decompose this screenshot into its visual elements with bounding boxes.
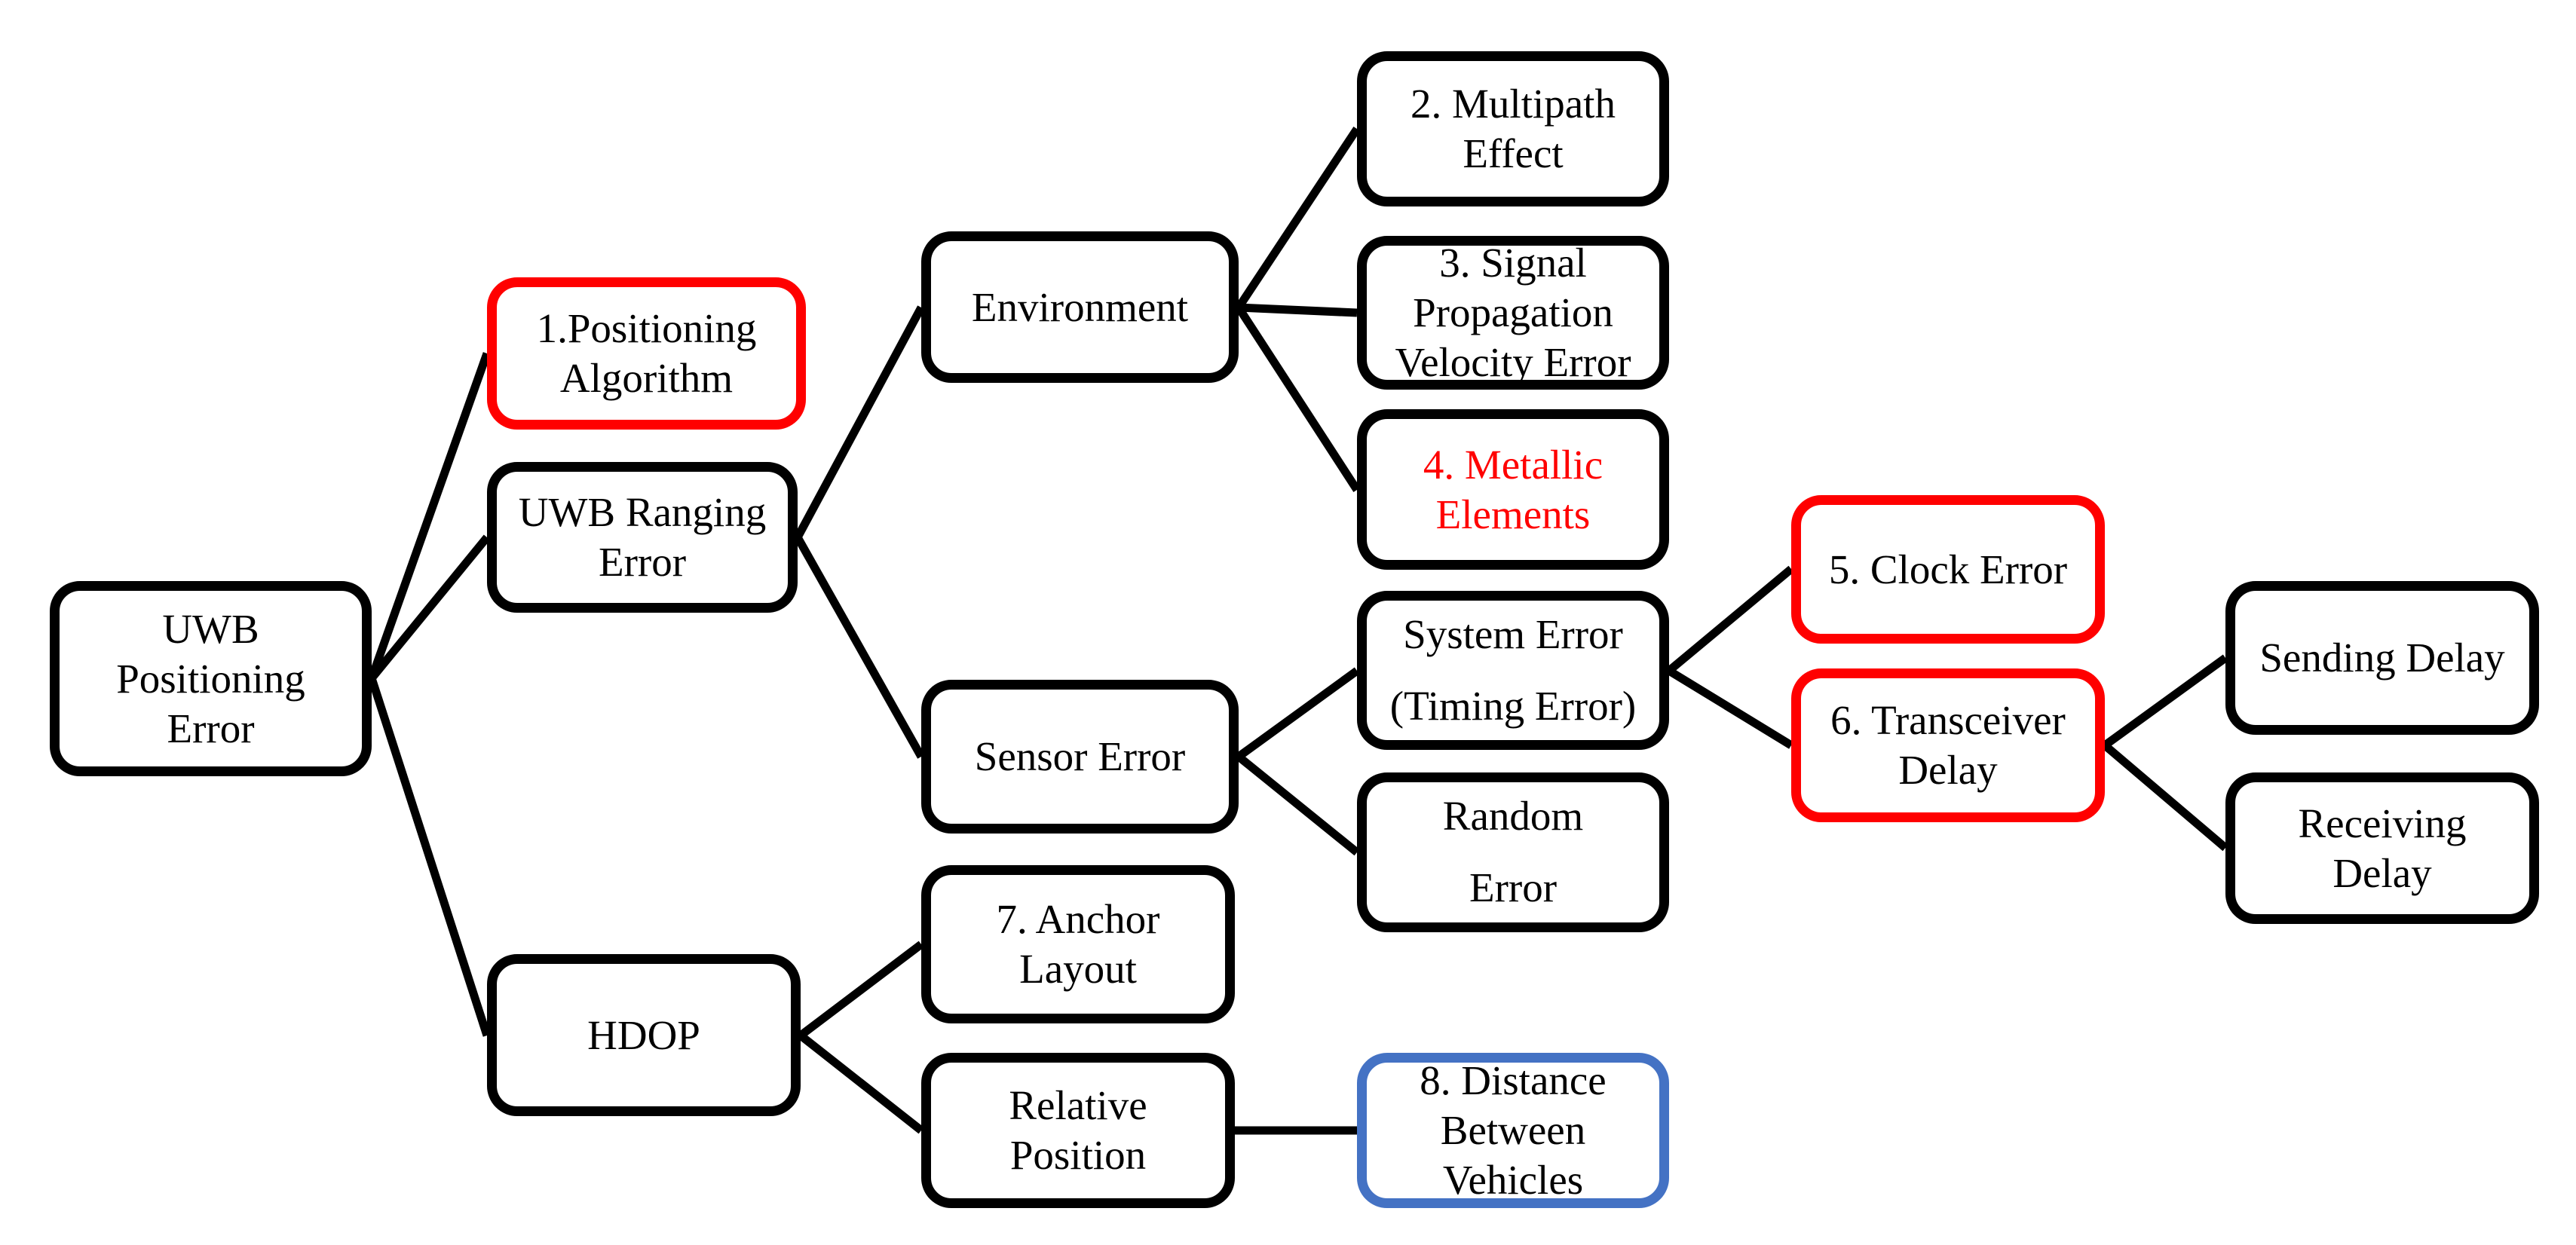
edge-sensor-random-error bbox=[1236, 753, 1360, 856]
edge-root-hdop bbox=[367, 677, 492, 1037]
node-sensor-error-label: Sensor Error bbox=[974, 733, 1186, 779]
node-sensor-error: Sensor Error bbox=[921, 680, 1239, 834]
node-sending-delay-label: Sending Delay bbox=[2259, 635, 2505, 681]
node-clock-error: 5. Clock Error bbox=[1791, 495, 2105, 644]
node-environment-label: Environment bbox=[971, 283, 1189, 330]
edge-transceiver-sending-delay bbox=[2102, 654, 2228, 749]
node-sending-delay: Sending Delay bbox=[2225, 581, 2539, 735]
edge-root-positioning-algorithm bbox=[367, 352, 492, 680]
node-metallic-elements: 4. Metallic Elements bbox=[1357, 409, 1669, 570]
node-random-error-label: Random Error bbox=[1442, 793, 1584, 910]
node-uwb-positioning-error-label: UWB Positioning Error bbox=[116, 605, 305, 751]
node-anchor-layout: 7. Anchor Layout bbox=[921, 865, 1235, 1023]
edge-environment-signal-propagation bbox=[1238, 303, 1358, 317]
node-anchor-layout-label: 7. Anchor Layout bbox=[996, 896, 1160, 992]
node-random-error: Random Error bbox=[1357, 772, 1669, 932]
edge-root-uwb-ranging-error bbox=[368, 534, 491, 681]
node-signal-propagation-velocity-error-label: 3. Signal Propagation Velocity Error bbox=[1395, 240, 1631, 385]
edge-transceiver-receiving-delay bbox=[2102, 742, 2228, 852]
node-hdop: HDOP bbox=[487, 954, 801, 1116]
node-distance-between-vehicles: 8. Distance Between Vehicles bbox=[1357, 1053, 1669, 1208]
edge-system-transceiver-delay bbox=[1667, 667, 1793, 749]
node-positioning-algorithm-label: 1.Positioning Algorithm bbox=[536, 305, 757, 401]
node-transceiver-delay-label: 6. Transceiver Delay bbox=[1830, 697, 2066, 793]
node-multipath-effect-label: 2. Multipath Effect bbox=[1411, 81, 1616, 176]
node-metallic-elements-label: 4. Metallic Elements bbox=[1423, 441, 1603, 537]
edge-ranging-environment bbox=[794, 305, 925, 540]
node-system-error-timing-error-label: System Error (Timing Error) bbox=[1389, 610, 1637, 729]
node-positioning-algorithm: 1.Positioning Algorithm bbox=[487, 277, 806, 430]
edge-hdop-anchor-layout bbox=[798, 941, 924, 1039]
node-system-error-timing-error: System Error (Timing Error) bbox=[1357, 591, 1669, 750]
edge-system-clock-error bbox=[1666, 565, 1794, 675]
node-transceiver-delay: 6. Transceiver Delay bbox=[1791, 668, 2105, 822]
edge-ranging-sensor-error bbox=[794, 535, 925, 759]
node-uwb-positioning-error: UWB Positioning Error bbox=[50, 581, 372, 776]
node-relative-position-label: Relative Position bbox=[1009, 1082, 1147, 1178]
node-uwb-ranging-error-label: UWB Ranging Error bbox=[518, 489, 767, 585]
edge-environment-metallic bbox=[1235, 305, 1361, 492]
edge-hdop-relative-position bbox=[798, 1032, 924, 1134]
node-hdop-label: HDOP bbox=[587, 1011, 700, 1058]
node-signal-propagation-velocity-error: 3. Signal Propagation Velocity Error bbox=[1357, 236, 1669, 390]
node-receiving-delay: Receiving Delay bbox=[2225, 772, 2539, 924]
node-receiving-delay-label: Receiving Delay bbox=[2298, 800, 2467, 896]
node-environment: Environment bbox=[921, 231, 1239, 383]
node-uwb-ranging-error: UWB Ranging Error bbox=[487, 462, 798, 613]
node-distance-between-vehicles-label: 8. Distance Between Vehicles bbox=[1420, 1057, 1607, 1203]
edge-environment-multipath bbox=[1235, 126, 1361, 310]
node-multipath-effect: 2. Multipath Effect bbox=[1357, 51, 1669, 206]
edge-sensor-system-error bbox=[1236, 667, 1360, 760]
node-clock-error-label: 5. Clock Error bbox=[1828, 546, 2068, 592]
node-relative-position: Relative Position bbox=[921, 1053, 1235, 1208]
